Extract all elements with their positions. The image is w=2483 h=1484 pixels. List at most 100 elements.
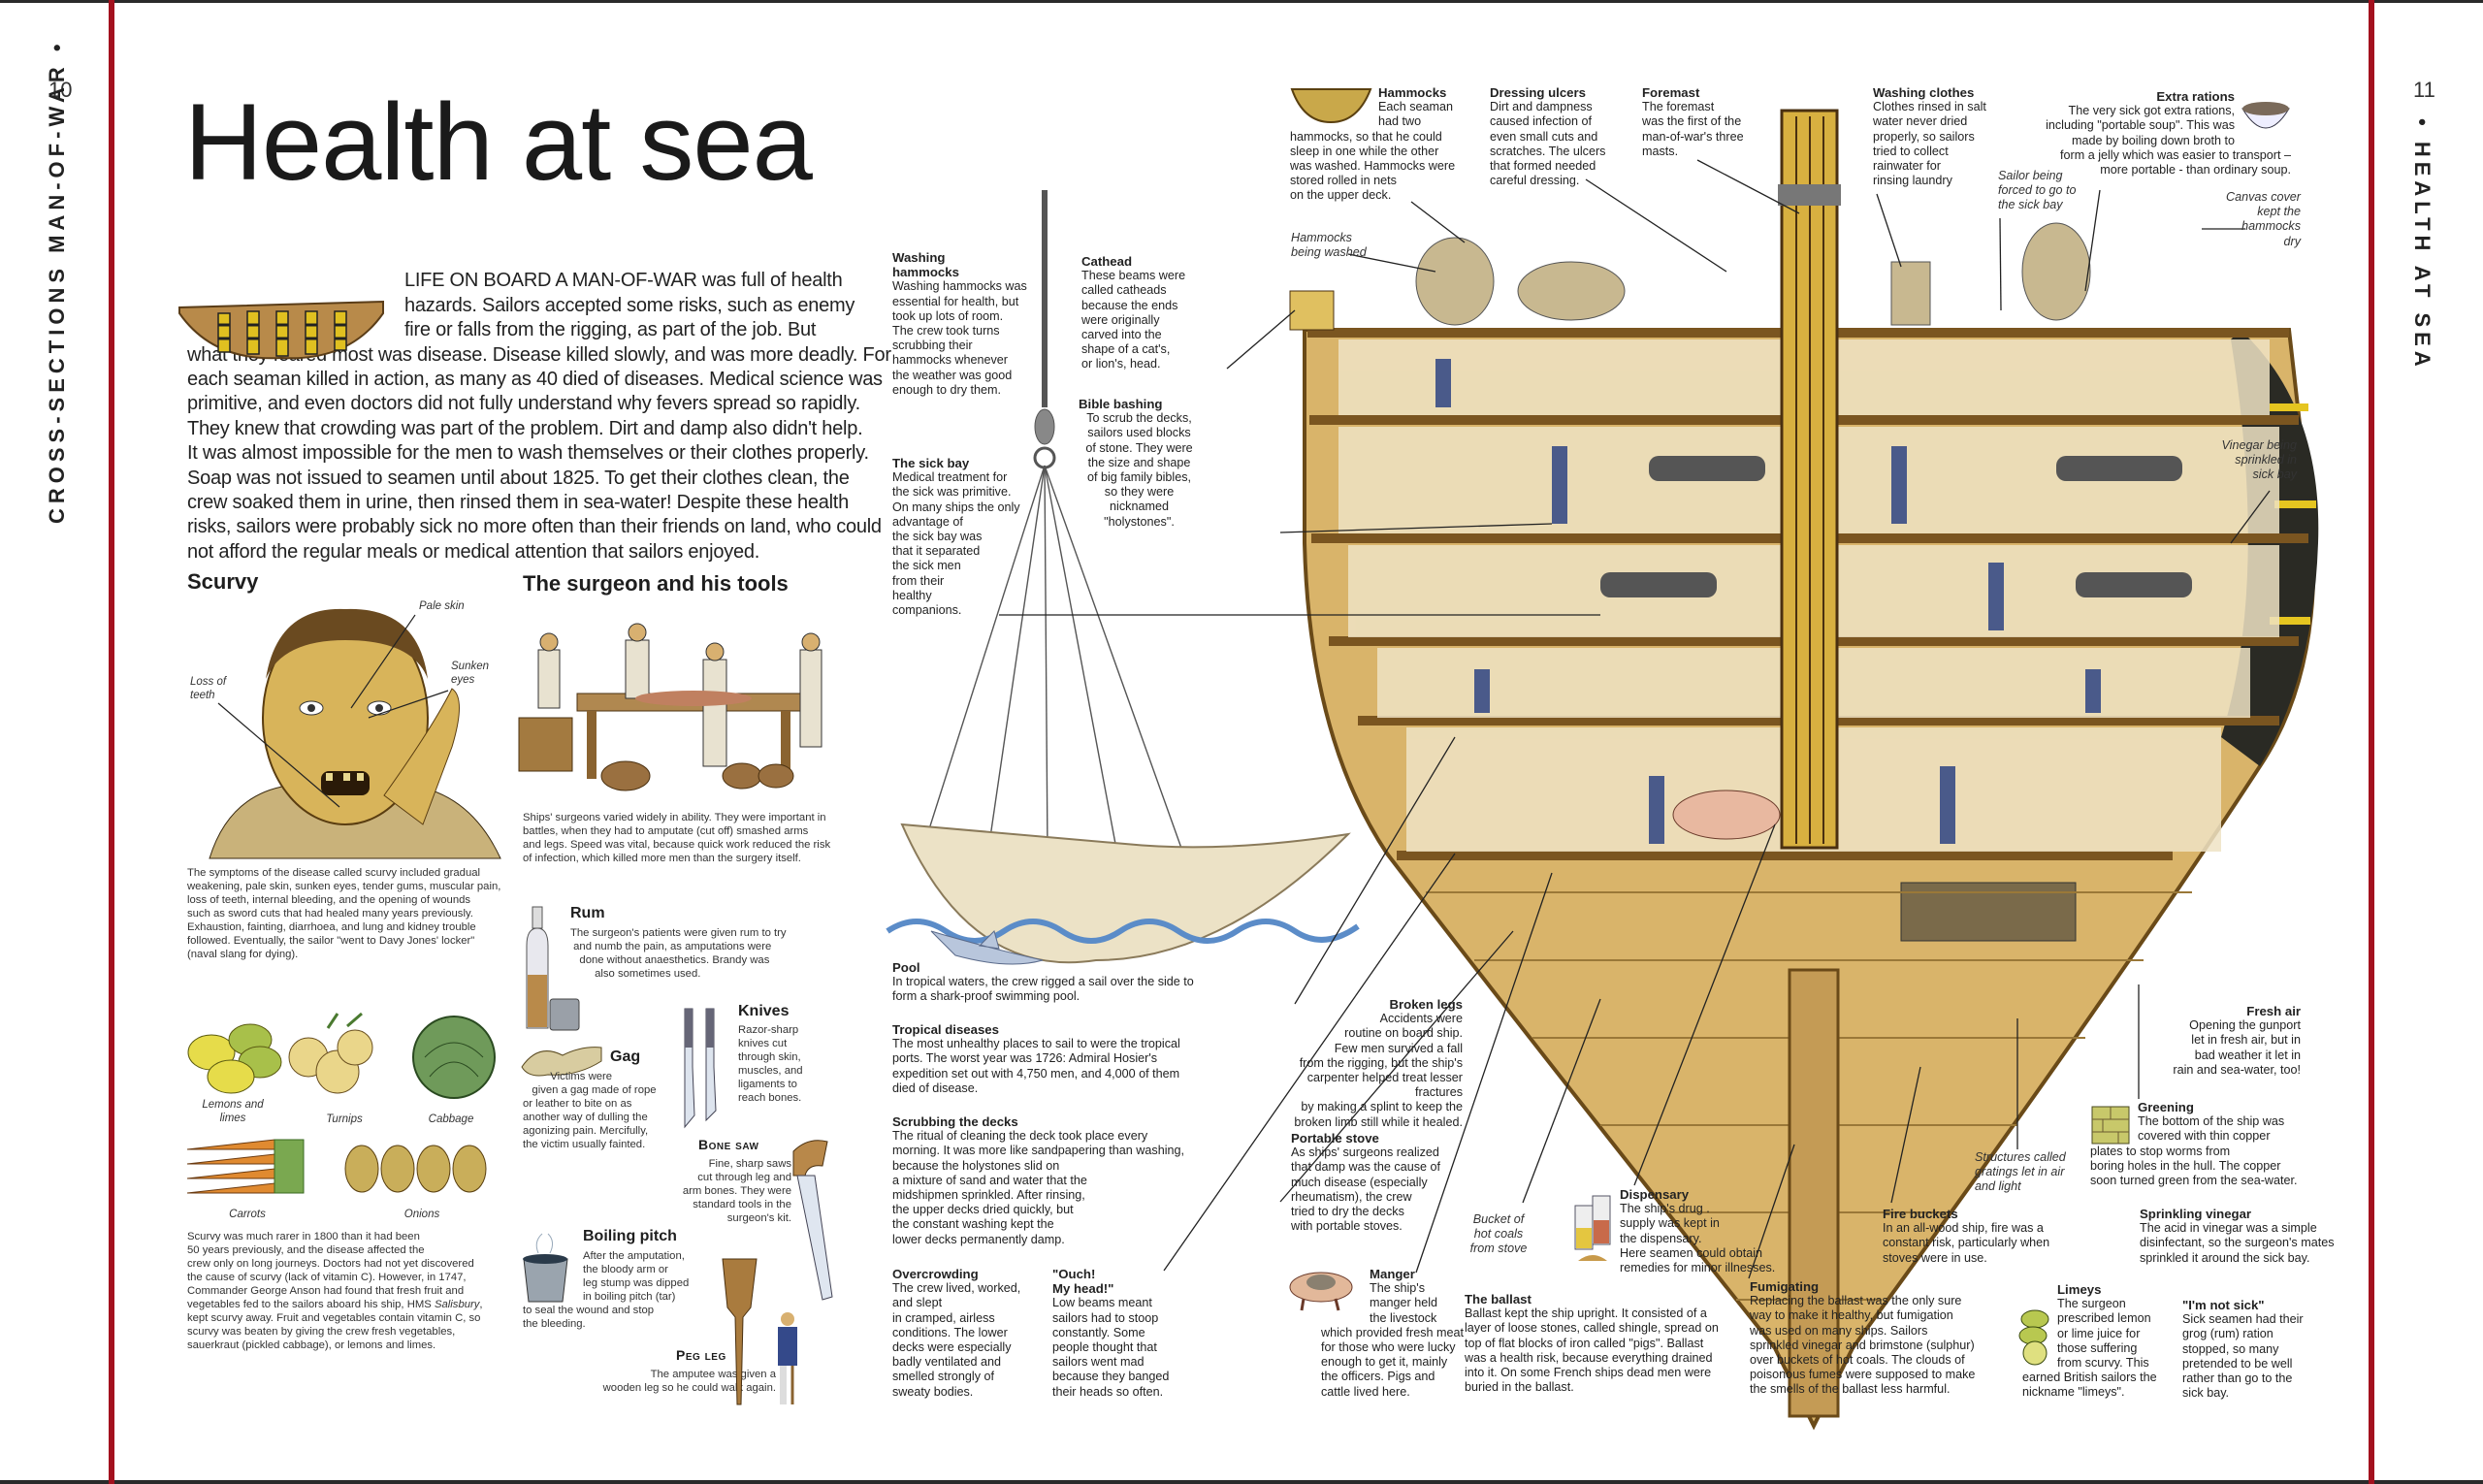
surgeon-description: Ships' surgeons varied widely in ability…	[523, 812, 831, 864]
sea-waves	[886, 919, 1360, 944]
boiling-pitch-text-cont: to seal the wound and stop the bleeding.	[523, 1305, 655, 1330]
callout-heading: Fresh air	[2246, 1004, 2301, 1018]
callout-line: plates to stop worms from	[2090, 1144, 2231, 1158]
callout-heading: Portable stove	[1291, 1131, 1379, 1145]
callout-text: The ritual of cleaning the deck took pla…	[892, 1129, 1185, 1246]
callout-not-sick: "I'm not sick"Sick seamen had their grog…	[2182, 1298, 2304, 1401]
scurvy-heading: Scurvy	[187, 569, 259, 594]
bone-saw-icon	[792, 1140, 833, 1301]
callout-line: the livestock	[1370, 1310, 1437, 1325]
label-sunken-eyes: Sunken eyes	[451, 661, 490, 686]
callout-heading: Washing hammocks	[892, 250, 959, 280]
callout-text: Washing hammocks was essential for healt…	[892, 279, 1027, 397]
rum-heading: Rum	[570, 905, 605, 921]
callout-text: These beams were called catheads because…	[1081, 269, 1186, 371]
callout-text: The acid in vinegar was a simple disinfe…	[2140, 1221, 2335, 1265]
label-carrots: Carrots	[229, 1209, 266, 1220]
rum-text: The surgeon's patients were given rum to…	[570, 927, 787, 980]
running-head-right: • HEALTH AT SEA	[2410, 118, 2435, 371]
bone-saw-text: Fine, sharp saws cut through leg and arm…	[682, 1158, 791, 1224]
callout-line: The bottom of the ship was	[2138, 1114, 2285, 1129]
callout-heading: Hammocks	[1378, 85, 1447, 100]
peg-leg-heading: Peg leg	[676, 1347, 726, 1363]
callout-text: Medical treatment for the sick was primi…	[892, 470, 1020, 618]
callout-line: The surgeon	[2057, 1297, 2126, 1311]
callout-heading: Extra rations	[2156, 89, 2235, 104]
callout-heading: Sprinkling vinegar	[2140, 1207, 2252, 1221]
boiling-pitch-heading: Boiling pitch	[583, 1228, 677, 1244]
callout-text: Low beams meant sailors had to stoop con…	[1052, 1296, 1170, 1399]
ship-name: Salisbury	[434, 1299, 480, 1310]
scurvy-history-part2: , kept scurvy away. Fruit and vegetables…	[187, 1299, 483, 1351]
callout-heading: Foremast	[1642, 85, 1700, 100]
peg-leg-icon	[722, 1258, 797, 1405]
scurvy-sailor-illustration	[209, 608, 501, 859]
cabbage-icon	[412, 1016, 496, 1099]
callout-text: The crew lived, worked, and slept in cra…	[892, 1281, 1021, 1399]
label-turnips: Turnips	[326, 1113, 363, 1125]
callout-line: the officers. Pigs and	[1321, 1370, 1435, 1384]
bottom-edge	[0, 1480, 2483, 1484]
label-lemons: Lemons and limes	[202, 1099, 264, 1124]
scurvy-history-part1: Scurvy was much rarer in 1800 than it ha…	[187, 1231, 474, 1310]
right-margin-rule	[2369, 0, 2374, 1484]
callout-heading: Dispensary	[1620, 1187, 1690, 1202]
callout-heading: Manger	[1370, 1267, 1415, 1281]
left-margin-rule	[109, 0, 114, 1484]
callout-text: The very sick got extra rations, includi…	[2046, 104, 2291, 177]
medicine-bottles-icon	[1574, 1195, 1611, 1261]
lime-slices-icon	[2018, 1309, 2049, 1366]
rum-bottle-icon	[526, 906, 580, 1031]
callout-heading: Washing clothes	[1873, 85, 1975, 100]
leader-lines	[999, 159, 2271, 1279]
callout-line: earned British sailors the	[2022, 1371, 2157, 1385]
callout-text: Clothes rinsed in salt water never dried…	[1873, 100, 1986, 188]
callout-text: Each seaman had two hammocks, so that he…	[1290, 100, 1456, 203]
callout-heading: Overcrowding	[892, 1267, 979, 1281]
callout-text: Accidents were routine on board ship. Fe…	[1294, 1012, 1463, 1129]
pitch-bucket-icon	[523, 1233, 568, 1303]
callout-line: cattle lived here.	[1321, 1384, 1410, 1399]
vegetables-illustration	[186, 1012, 496, 1194]
cathead	[1289, 290, 1335, 331]
callout-heading: The sick bay	[892, 456, 970, 470]
callout-text: In tropical waters, the crew rigged a sa…	[892, 975, 1194, 1004]
callout-hammocks: Hammocks Each seaman had two hammocks, s…	[1290, 85, 1474, 204]
label-gratings: Structures called gratings let in air an…	[1975, 1150, 2066, 1194]
label-canvas-cover: Canvas cover kept the hammocks dry	[2226, 190, 2301, 248]
keel	[1788, 968, 1840, 1418]
callout-text: Opening the gunport let in fresh air, bu…	[2173, 1018, 2301, 1077]
callout-extra-rations: Extra rations The very sick got extra ra…	[1775, 89, 2291, 177]
gag-icon	[521, 1047, 602, 1077]
callout-line: those suffering	[2057, 1340, 2138, 1355]
callout-line: The ship's	[1370, 1281, 1426, 1296]
callout-line: soon turned green from the sea-water.	[2090, 1174, 2298, 1188]
bone-saw-heading: Bone saw	[698, 1137, 759, 1152]
knives-text: Razor-sharp knives cut through skin, mus…	[738, 1024, 803, 1104]
callout-text: Replacing the ballast was the only sure …	[1750, 1294, 1976, 1397]
callout-line: which provided fresh meat	[1321, 1325, 1464, 1339]
knives-icon	[684, 1008, 717, 1129]
callout-line: for those who were lucky	[1321, 1340, 1456, 1355]
label-loss-of-teeth: Loss of teeth	[190, 676, 227, 701]
scurvy-description: The symptoms of the disease called scurv…	[187, 867, 501, 960]
callout-line: enough to get it, mainly	[1321, 1355, 1448, 1370]
callout-heading: Bible bashing	[1079, 397, 1163, 411]
callout-heading: Fire buckets	[1883, 1207, 1958, 1221]
gag-heading: Gag	[610, 1048, 641, 1065]
callout-line: covered with thin copper	[2138, 1129, 2271, 1144]
callout-text: Sick seamen had their grog (rum) ration …	[2182, 1312, 2304, 1401]
